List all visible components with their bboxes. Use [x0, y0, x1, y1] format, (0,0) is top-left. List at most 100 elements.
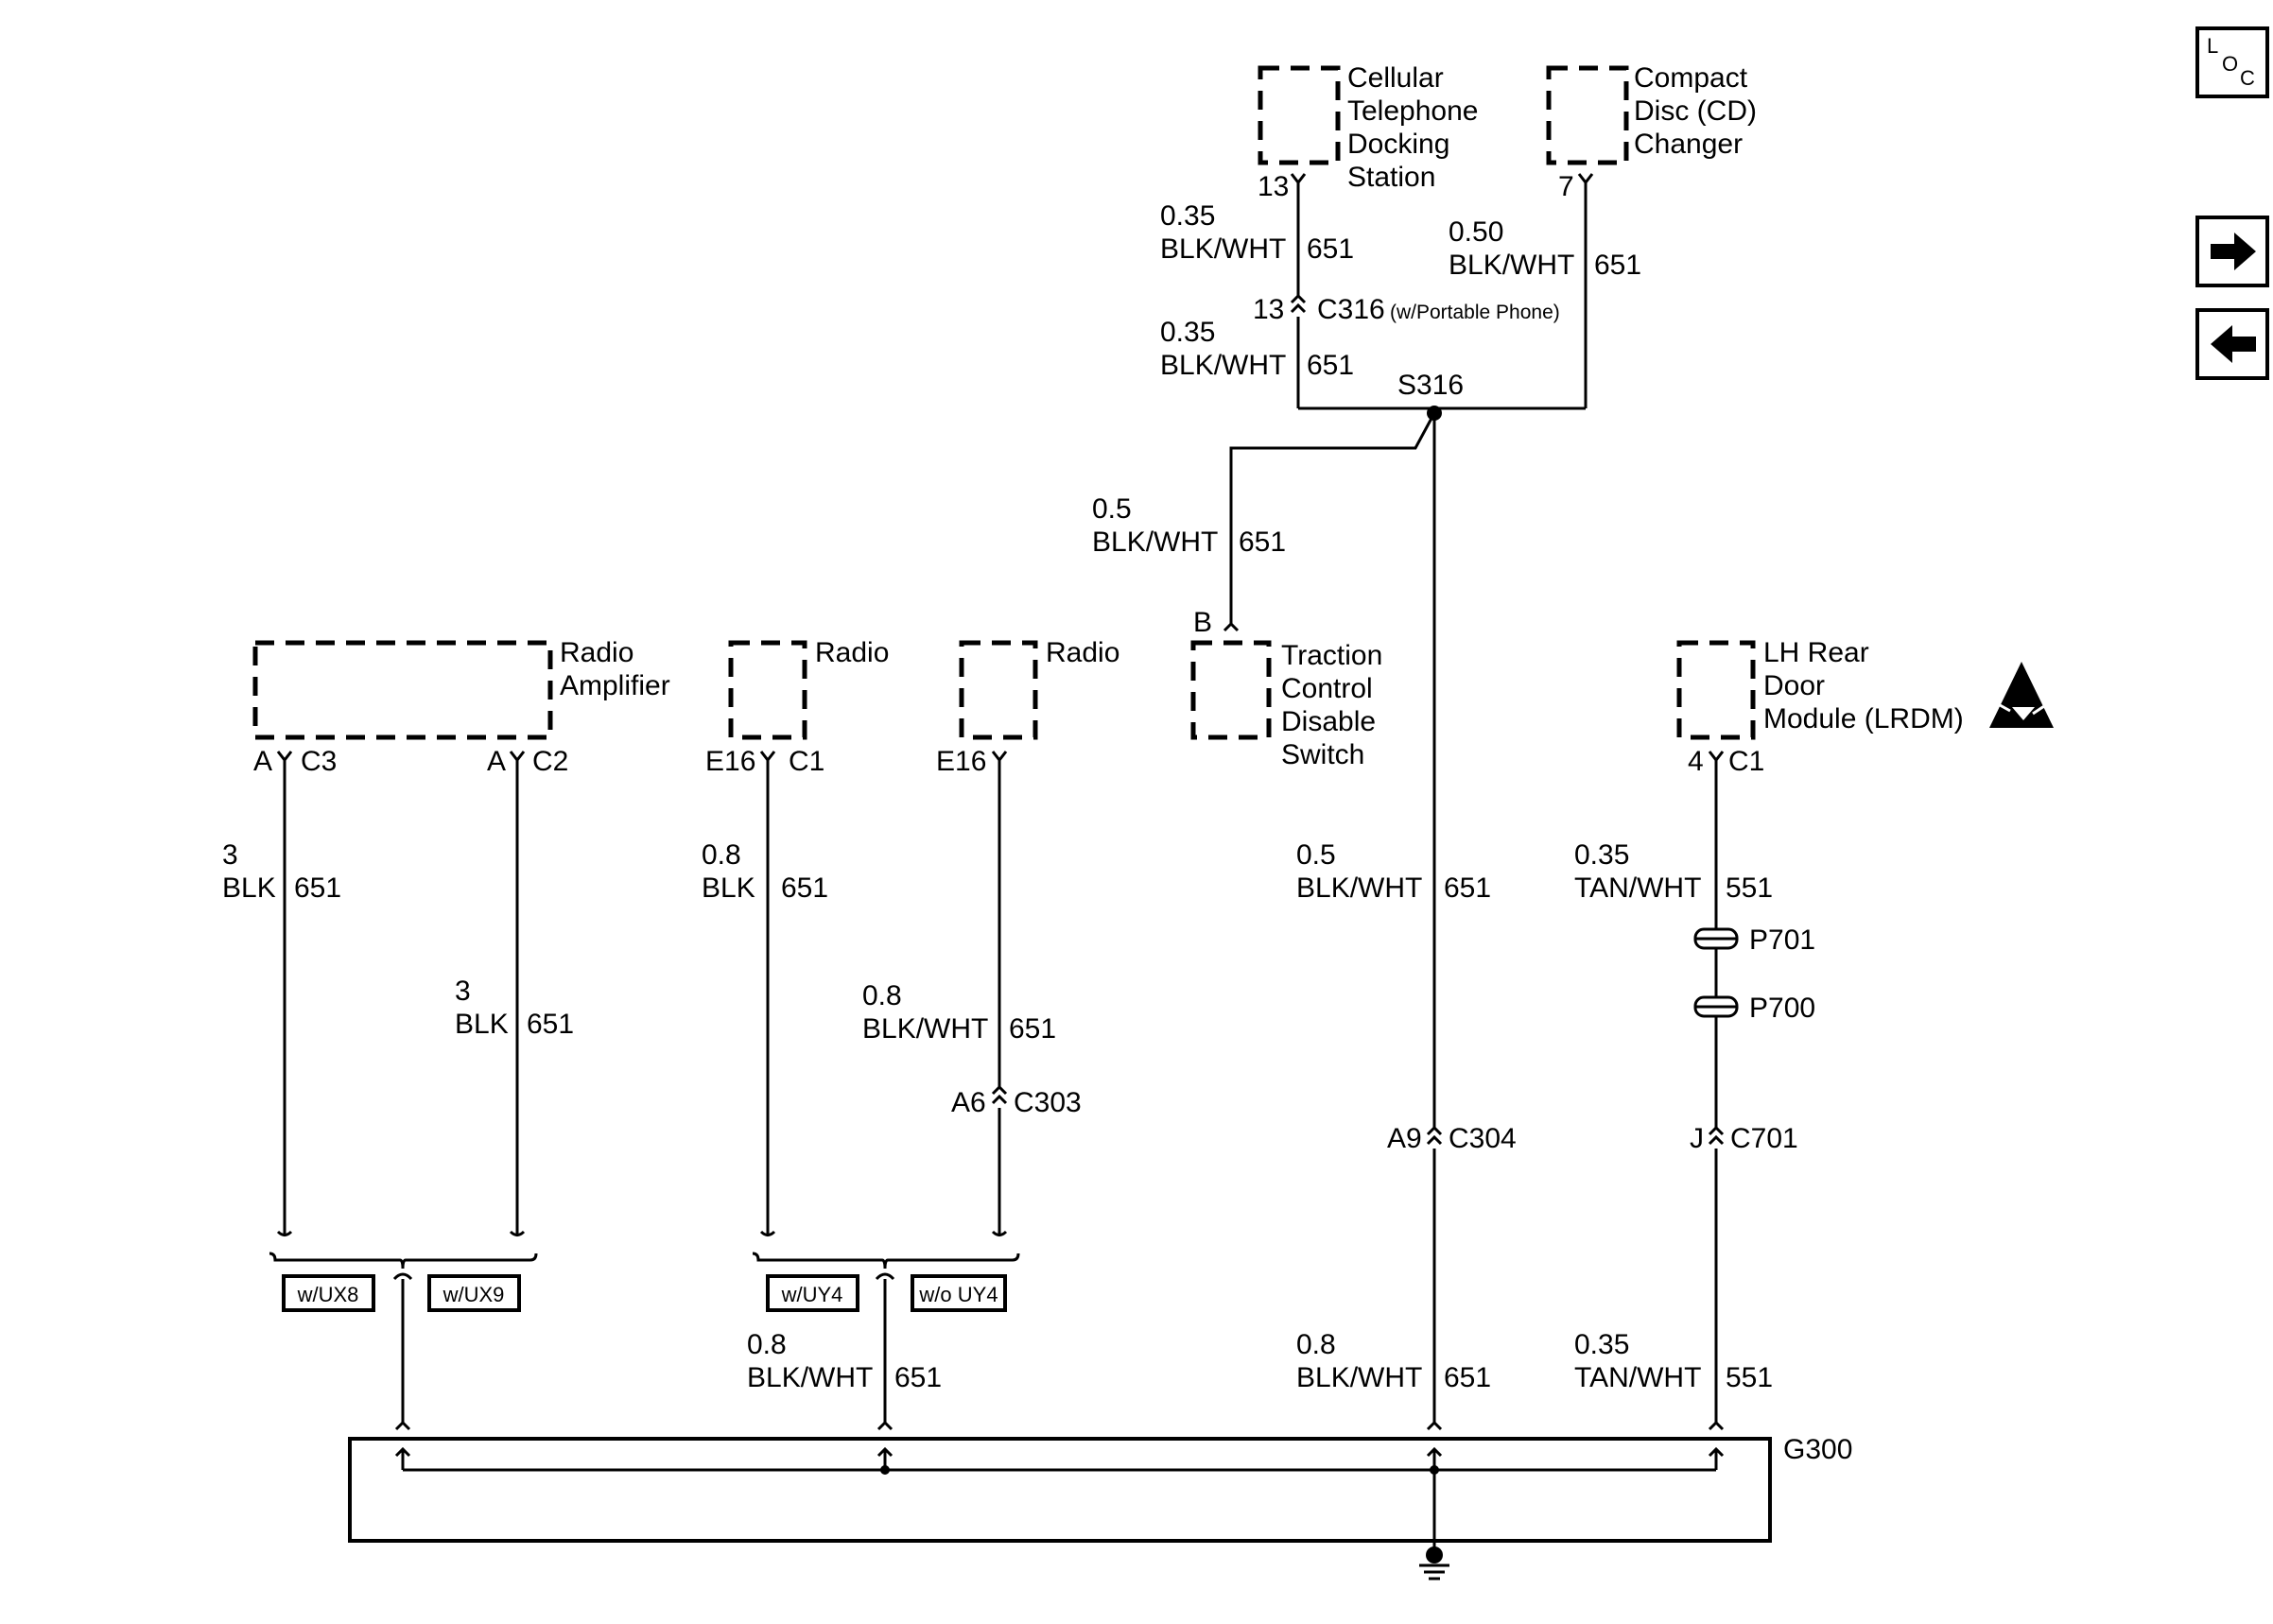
radio1-color: BLK	[702, 872, 755, 904]
amp-c3-gauge: 3	[222, 839, 238, 871]
loc-letter-l: L	[2207, 34, 2218, 58]
radio1-gauge: 0.8	[702, 839, 741, 871]
amp-c2-color: BLK	[455, 1009, 509, 1040]
c701-pin: J	[1690, 1123, 1704, 1154]
pass-through-grommets	[1693, 927, 1739, 1018]
prev-page-button[interactable]	[2195, 308, 2269, 380]
c701-label: C701	[1730, 1123, 1798, 1154]
radio2-gauge: 0.8	[862, 980, 902, 1011]
cell-dock-label-2: Telephone	[1347, 95, 1478, 127]
lrdm-conn: C1	[1728, 746, 1764, 777]
radio-merge-circuit: 651	[894, 1362, 942, 1393]
g300-label: G300	[1783, 1434, 1852, 1465]
s316-ground-color: BLK/WHT	[1296, 1362, 1422, 1393]
cell-dock-label-4: Station	[1347, 162, 1435, 193]
c303-lower-chevron	[991, 1094, 1008, 1105]
amp-c2-conn: C2	[532, 746, 568, 777]
amp-c2-gauge: 3	[455, 976, 471, 1007]
lrdm-gauge: 0.35	[1574, 839, 1629, 871]
radio-amplifier-box	[252, 640, 553, 740]
cell-lower-circuit: 651	[1307, 350, 1354, 381]
option-ux8-label: w/UX8	[297, 1283, 359, 1306]
s316-down-color: BLK/WHT	[1296, 872, 1422, 904]
radio-1: Radio E16 C1	[705, 637, 889, 777]
loc-letter-o: O	[2222, 52, 2238, 76]
cell-dock-box	[1258, 65, 1341, 165]
radio-2: Radio E16	[936, 637, 1119, 777]
traction-terminal	[1223, 621, 1240, 632]
amp-c3-circuit: 651	[294, 872, 341, 904]
radio-1-label: Radio	[815, 637, 889, 668]
option-arc-middle	[875, 1272, 895, 1281]
radio-amplifier: Radio Amplifier A C3 A C2	[252, 637, 670, 777]
cell-dock-label-3: Docking	[1347, 129, 1449, 160]
option-box-ux9	[427, 1274, 521, 1312]
radio-2-label: Radio	[1046, 637, 1119, 668]
option-uy4-label: w/UY4	[781, 1283, 843, 1306]
lrdm-box	[1676, 640, 1756, 740]
cd-changer-box	[1546, 65, 1629, 165]
option-no-uy4-label: w/o UY4	[918, 1283, 998, 1306]
lh-rear-door-module: LH Rear Door Module (LRDM) 4 C1	[1676, 637, 1964, 777]
loc-letter-c: C	[2240, 66, 2255, 90]
radio-merge-gauge: 0.8	[747, 1329, 787, 1360]
lrdm-ground-color: TAN/WHT	[1574, 1362, 1701, 1393]
c304-lower-chevron	[1426, 1134, 1443, 1146]
amp-c2-terminal	[509, 751, 526, 763]
amp-c3-terminal	[276, 751, 293, 763]
c316-label: C316	[1317, 294, 1385, 325]
cd-circuit: 651	[1594, 250, 1641, 281]
c701-lower-chevron	[1708, 1134, 1725, 1146]
radio-2-box	[959, 640, 1038, 740]
inline-connectors	[991, 1084, 1725, 1146]
lrdm-label-3: Module (LRDM)	[1763, 703, 1964, 734]
traction-wire-color: BLK/WHT	[1092, 527, 1218, 558]
cell-upper-color: BLK/WHT	[1160, 233, 1286, 265]
option-ux9-label: w/UX9	[442, 1283, 505, 1306]
cd-changer-terminal	[1577, 173, 1594, 185]
cd-color: BLK/WHT	[1449, 250, 1574, 281]
radio-amplifier-label-2: Amplifier	[560, 670, 670, 701]
next-page-button[interactable]	[2195, 216, 2269, 287]
cd-changer-label-1: Compact	[1634, 62, 1748, 94]
traction-label-3: Disable	[1281, 706, 1376, 737]
esd-warning-icon	[1989, 662, 2054, 728]
cd-changer: Compact Disc (CD) Changer 7	[1546, 62, 1757, 202]
ground-g300: G300	[348, 1420, 1852, 1581]
amp-c2-circuit: 651	[527, 1009, 574, 1040]
c316-lower-chevron	[1290, 302, 1307, 314]
option-brace-middle	[752, 1252, 1020, 1270]
option-box-uy4	[766, 1274, 859, 1312]
c316-note: (w/Portable Phone)	[1390, 302, 1560, 323]
c304-label: C304	[1449, 1123, 1517, 1154]
s316-label: S316	[1397, 370, 1464, 401]
cd-changer-label-2: Disc (CD)	[1634, 95, 1757, 127]
radio2-color: BLK/WHT	[862, 1013, 988, 1045]
cd-changer-pin: 7	[1558, 171, 1574, 202]
arrow-left-icon	[2211, 325, 2256, 363]
cellular-telephone-docking-station: Cellular Telephone Docking Station 13	[1258, 62, 1478, 202]
radio1-pin: E16	[705, 746, 755, 777]
amp-c3-conn: C3	[301, 746, 337, 777]
s316-ground-circuit: 651	[1444, 1362, 1491, 1393]
arrow-right-icon	[2211, 233, 2256, 270]
radio2-pin: E16	[936, 746, 986, 777]
traction-branch-wire	[1229, 412, 1436, 624]
option-selector-middle: w/UY4 w/o UY4	[752, 1230, 1020, 1423]
lrdm-pin: 4	[1688, 746, 1704, 777]
c303-label: C303	[1014, 1087, 1082, 1118]
radio1-circuit: 651	[781, 872, 828, 904]
option-arc-left	[392, 1272, 413, 1281]
s316-ground-gauge: 0.8	[1296, 1329, 1336, 1360]
option-selector-left: w/UX8 w/UX9	[269, 1230, 538, 1423]
vertical-wiring	[283, 760, 1718, 1423]
c303-upper-chevron	[991, 1084, 1008, 1096]
lrdm-ground-gauge: 0.35	[1574, 1329, 1629, 1360]
amp-c3-color: BLK	[222, 872, 276, 904]
cell-lower-gauge: 0.35	[1160, 317, 1215, 348]
lrdm-label-1: LH Rear	[1763, 637, 1869, 668]
location-button[interactable]: L O C	[2195, 26, 2269, 98]
s316-down-gauge: 0.5	[1296, 839, 1336, 871]
radio2-terminal	[991, 751, 1008, 763]
